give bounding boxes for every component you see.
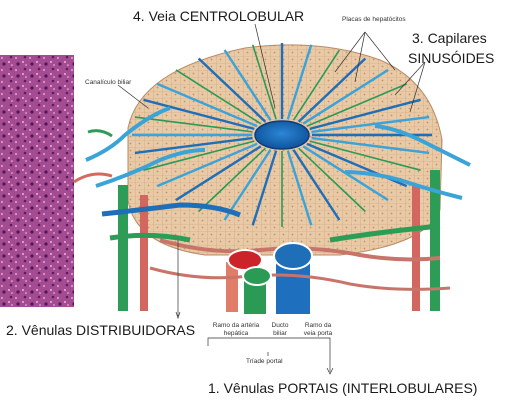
hepatocyte-plates-label: Placas de hepatócitos: [342, 16, 406, 23]
sinusoid-capillary: [311, 136, 430, 155]
sinusoid-capillary: [309, 98, 421, 131]
pointer-lines: [117, 23, 426, 375]
portal-venules-label: 1. Vênulas PORTAIS (INTERLOBULARES): [208, 380, 478, 396]
bile-canaliculus: [292, 49, 341, 121]
sinusoid-capillary: [292, 149, 341, 221]
hepatic-artery-branch-label: Ramo da artéria hepática: [212, 322, 260, 337]
sinusoid-capillary: [156, 82, 258, 128]
bile-canaliculus: [251, 44, 277, 120]
sinusoid-capillary: [297, 57, 367, 123]
bile-canaliculus: [298, 147, 366, 213]
bile-canaliculus: [198, 147, 266, 213]
portal-triad-vessels: [227, 242, 313, 286]
bile-duct-lumen: [242, 266, 272, 286]
distributing-vessels: [73, 106, 471, 291]
sinusoids-number-label: 3. Capilares: [412, 30, 487, 46]
sinusoid-capillary: [156, 142, 258, 188]
bile-canaliculus: [306, 83, 408, 127]
bile-column-right: [430, 170, 440, 311]
sinusoid-capillary: [311, 115, 430, 134]
portal-vein-lumen: [273, 242, 313, 270]
bile-canaliculus: [175, 69, 262, 125]
sinusoid-capillary: [286, 150, 313, 226]
bile-canaliculus: [143, 140, 255, 171]
portal-vein-branch-label: Ramo da veia porta: [303, 322, 333, 337]
sinusoid-capillary: [251, 150, 278, 226]
sinusoid-capillary: [302, 68, 389, 125]
bile-column-left: [118, 185, 128, 311]
sinusoid-capillary: [286, 44, 313, 120]
sinusoid-capillary: [197, 57, 267, 123]
portal-triad-label: Tríade portal: [246, 358, 283, 365]
sinusoid-capillary: [223, 149, 272, 221]
hepatic-lobule: [127, 43, 443, 256]
bile-duct-label: Ducto biliar: [271, 322, 289, 337]
central-vein-label: 4. Veia CENTROLOBULAR: [133, 8, 305, 24]
hepatic-artery-branch: [226, 262, 238, 312]
sinusoid-capillary: [175, 145, 262, 202]
bile-canaliculus: [134, 116, 253, 133]
artery-column-left: [140, 195, 148, 311]
artery-column-right: [412, 185, 420, 311]
distributing-venules-label: 2. Vênulas DISTRIBUIDORAS: [6, 322, 196, 338]
hepatocyte-tissue: [127, 44, 443, 256]
bile-canaliculus: [309, 140, 421, 171]
sinusoid-capillary: [223, 49, 272, 121]
central-vein: [254, 120, 310, 150]
sinusoid-capillary: [143, 98, 255, 131]
sinusoids-label: SINUSÓIDES: [408, 50, 495, 66]
sinusoid-capillary: [134, 136, 253, 155]
histology-micrograph: [0, 55, 74, 307]
bile-canaliculus-label: Canalículo biliar: [85, 79, 132, 86]
